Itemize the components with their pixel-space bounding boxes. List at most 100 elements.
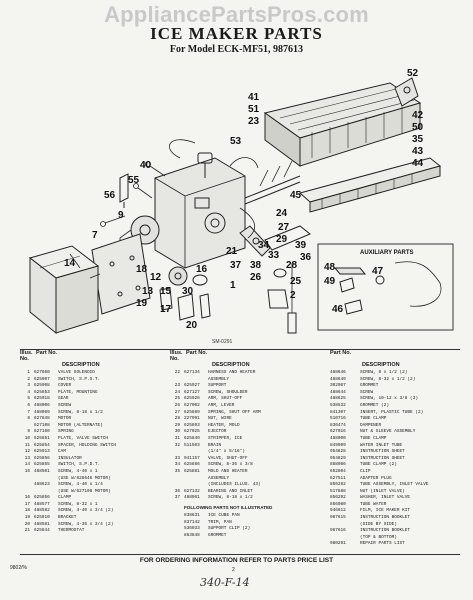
- illus-no: 4: [27, 389, 30, 395]
- table-row: ASSEMBLY: [170, 476, 320, 483]
- callout-26: 26: [250, 272, 262, 283]
- illus-no: 13: [24, 455, 30, 461]
- aux-callout-48: 48: [324, 262, 336, 273]
- description: INSERT, PLASTIC TUBE (2): [360, 409, 424, 415]
- not-illustrated-note: FOLLOWING PARTS NOT ILLUSTRATED: [184, 505, 273, 510]
- callout-36: 36: [300, 252, 312, 263]
- part-no: 488061: [184, 495, 200, 501]
- part-no: 625853: [34, 389, 50, 395]
- description: VALVE, SHUT-OFF: [208, 455, 248, 461]
- aux-parts-title: AUXILIARY PARTS: [360, 250, 414, 256]
- illus-no: 30: [174, 429, 180, 435]
- illus-no: 6: [27, 402, 30, 408]
- part-no: 853848: [184, 532, 200, 538]
- aux-callout-47: 47: [372, 266, 384, 277]
- cam: [192, 274, 208, 286]
- description: (INCLUDES ILLUS. 43): [208, 482, 261, 488]
- callout-29: 29: [276, 234, 288, 245]
- illus-no: 18: [24, 508, 30, 514]
- figure-code: SM-0291: [212, 339, 233, 345]
- header-illus-no: Illus. No.: [20, 350, 33, 362]
- part-no: 625910: [34, 515, 50, 521]
- part-no: 488006: [34, 402, 50, 408]
- part-no: 627860: [34, 370, 50, 375]
- part-no: 625840: [184, 435, 200, 441]
- part-no: 836474: [330, 422, 346, 428]
- illus-no: 35: [174, 468, 180, 474]
- description: TUBE CLAMP: [360, 416, 387, 422]
- part-no: 625889: [184, 409, 200, 415]
- mounting-plate: [91, 233, 151, 315]
- exploded-diagram: 52 41 51 23 42 50 35 43 44 45 53 40 55 5…: [28, 68, 454, 345]
- part-no: 517888: [330, 488, 346, 494]
- illus-no: 15: [24, 468, 30, 474]
- description: GROMMET: [360, 383, 379, 389]
- description: COVER: [58, 383, 72, 389]
- part-no: 652804: [330, 468, 346, 474]
- illus-no: 24: [174, 389, 180, 395]
- description: INSTRUCTION BOOKLET: [360, 528, 411, 534]
- header-description: DESCRIPTION: [62, 362, 100, 368]
- callout-43: 43: [412, 146, 424, 157]
- illus-no: 2: [27, 376, 30, 382]
- callout-35: 35: [412, 134, 424, 145]
- part-no: 511503: [184, 442, 200, 448]
- table-row: 841307 INSERT, PLASTIC TUBE (2): [320, 410, 470, 417]
- illus-no: 14: [24, 462, 30, 468]
- description: SCREW, 8-18 x 1/2: [58, 409, 103, 415]
- part-no: 954828: [330, 449, 346, 455]
- illus-no: 33: [174, 455, 180, 461]
- description: WASHER, INLET VALVE: [360, 495, 411, 501]
- callout-16: 16: [196, 264, 208, 275]
- table-row: (USE W/627108 MOTOR): [20, 489, 170, 496]
- description: SCREW, 4-40 x 3/4 (2): [58, 508, 114, 514]
- callout-40: 40: [140, 160, 152, 171]
- description: MOTOR (ALTERNATE): [58, 422, 103, 428]
- description: PLATE, MOUNTING: [58, 389, 98, 395]
- callout-15: 15: [160, 286, 172, 297]
- description: (SIDE BY SIDE): [360, 521, 397, 527]
- illus-no: 19: [24, 515, 30, 521]
- description: SCREW, 8-32 x 1: [58, 501, 98, 507]
- description: GROMMET: [208, 532, 227, 538]
- illus-no: 12: [24, 449, 30, 455]
- part-no: 841307: [330, 409, 346, 415]
- callout-50: 50: [412, 122, 424, 133]
- description: SWITCH, S.P.D.T.: [58, 462, 101, 468]
- part-no: 954829: [330, 455, 346, 461]
- part-no: 625926: [184, 396, 200, 402]
- part-no: 625844: [34, 528, 50, 534]
- part-no: 838631: [184, 513, 200, 518]
- callout-37: 37: [230, 260, 242, 271]
- table-row: ASSEMBLY: [170, 377, 320, 384]
- description: ARM, SHUT-OFF: [208, 396, 243, 402]
- description: NUT & SLEEVE ASSEMBLY: [360, 429, 416, 435]
- part-no: 227991: [184, 416, 200, 422]
